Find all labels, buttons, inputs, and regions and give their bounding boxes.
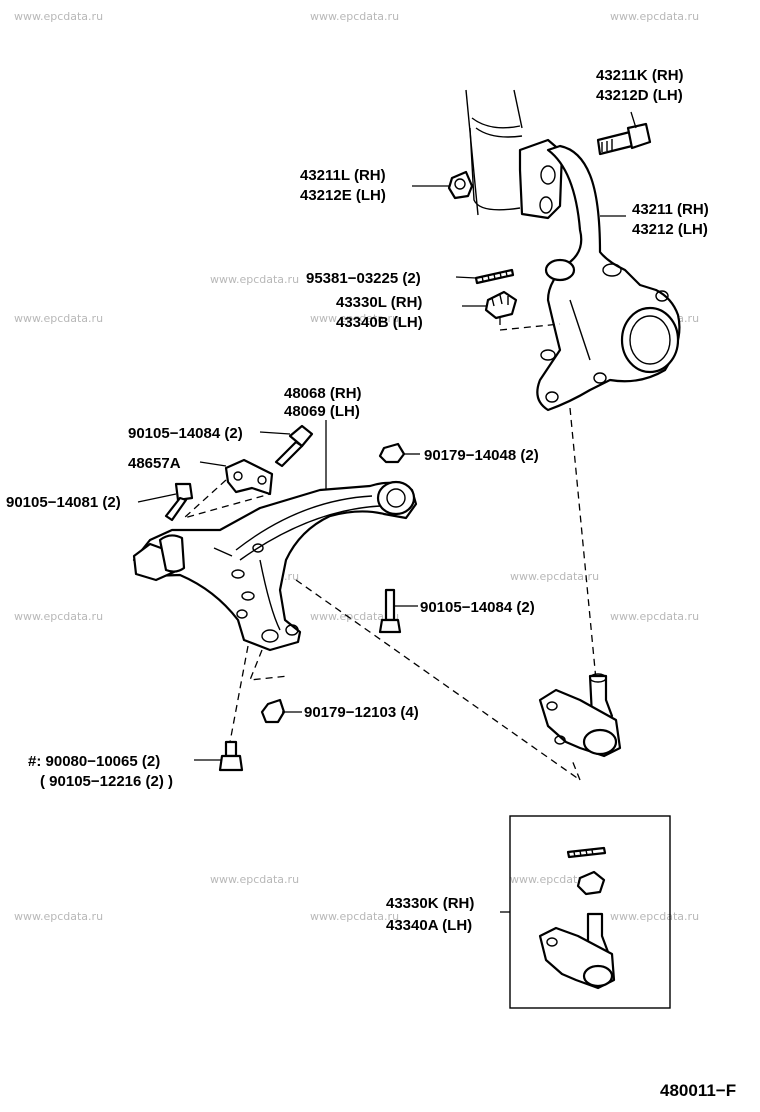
bolt-90105-14084-mid [378, 588, 402, 634]
lower-arm-drawing [132, 480, 418, 652]
inset-ball-joint-drawing [538, 846, 616, 990]
label-43212e: 43212E (LH) [300, 187, 386, 204]
nut-90179-12103 [260, 698, 286, 724]
label-43211l: 43211L (RH) [300, 167, 386, 184]
watermark: www.epcdata.ru [14, 312, 103, 325]
ball-joint-dash [571, 759, 581, 781]
label-90179-14048: 90179−14048 (2) [424, 447, 539, 464]
nut-43211l [447, 170, 474, 200]
watermark: www.epcdata.ru [510, 873, 599, 886]
label-48657a: 48657A [128, 455, 181, 472]
bracket-dash [183, 479, 271, 519]
label-43212d: 43212D (LH) [596, 87, 683, 104]
watermark: www.epcdata.ru [14, 910, 103, 923]
label-43330k: 43330K (RH) [386, 895, 474, 912]
watermark: www.epcdata.ru [610, 910, 699, 923]
label-43211: 43211 (RH) [632, 201, 709, 218]
watermark: www.epcdata.ru [210, 273, 299, 286]
leader-lines [137, 111, 637, 761]
watermark: www.epcdata.ru [14, 10, 103, 23]
label-43340a: 43340A (LH) [386, 917, 472, 934]
part-labels: 43211K (RH) 43212D (LH) 43211L (RH) 4321… [6, 67, 709, 934]
watermark: www.epcdata.ru [310, 312, 399, 325]
label-90179-12103: 90179−12103 (4) [304, 704, 419, 721]
label-90105-14084-mid: 90105−14084 (2) [420, 599, 535, 616]
label-43211k: 43211K (RH) [596, 67, 684, 84]
watermark: www.epcdata.ru [14, 610, 103, 623]
watermark: www.epcdata.ru [310, 10, 399, 23]
cotter-pin [474, 268, 515, 285]
ball-joint-drawing [538, 673, 622, 758]
bolt-43211k [596, 122, 652, 156]
bracket-48657a [224, 458, 274, 496]
label-95381-03225: 95381−03225 (2) [306, 270, 421, 287]
label-90105-12216: ( 90105−12216 (2) ) [40, 773, 173, 790]
watermark: www.epcdata.ru [510, 570, 599, 583]
ball-joint-to-knuckle-dash [569, 407, 597, 681]
watermark: www.epcdata.ru [310, 910, 399, 923]
steering-knuckle-drawing [465, 89, 681, 412]
label-43340b: 43340B (LH) [336, 314, 423, 331]
nut-90179-14048 [378, 442, 406, 464]
arm-dash-lines [229, 579, 581, 781]
label-43212: 43212 (LH) [632, 221, 708, 238]
watermark: www.epcdata.ru [310, 610, 399, 623]
joint-nut-dash [499, 318, 561, 331]
bolt-90080-10065 [218, 740, 244, 772]
watermark: www.epcdata.ru [210, 873, 299, 886]
label-90080-10065: #: 90080−10065 (2) [28, 753, 160, 770]
bolt-90105-14081 [164, 482, 194, 522]
label-90105-14084-top: 90105−14084 (2) [128, 425, 243, 442]
watermark: www.epcdata.ru [610, 10, 699, 23]
label-43330l: 43330L (RH) [336, 294, 422, 311]
label-48068: 48068 (RH) [284, 385, 362, 402]
bolt-90105-14084-top [274, 424, 314, 468]
label-48069: 48069 (LH) [284, 403, 360, 420]
castle-nut-43330l [484, 290, 518, 320]
label-90105-14081: 90105−14081 (2) [6, 494, 121, 511]
watermark: www.epcdata.ru [610, 610, 699, 623]
diagram-reference-number: 480011−F [660, 1081, 736, 1100]
